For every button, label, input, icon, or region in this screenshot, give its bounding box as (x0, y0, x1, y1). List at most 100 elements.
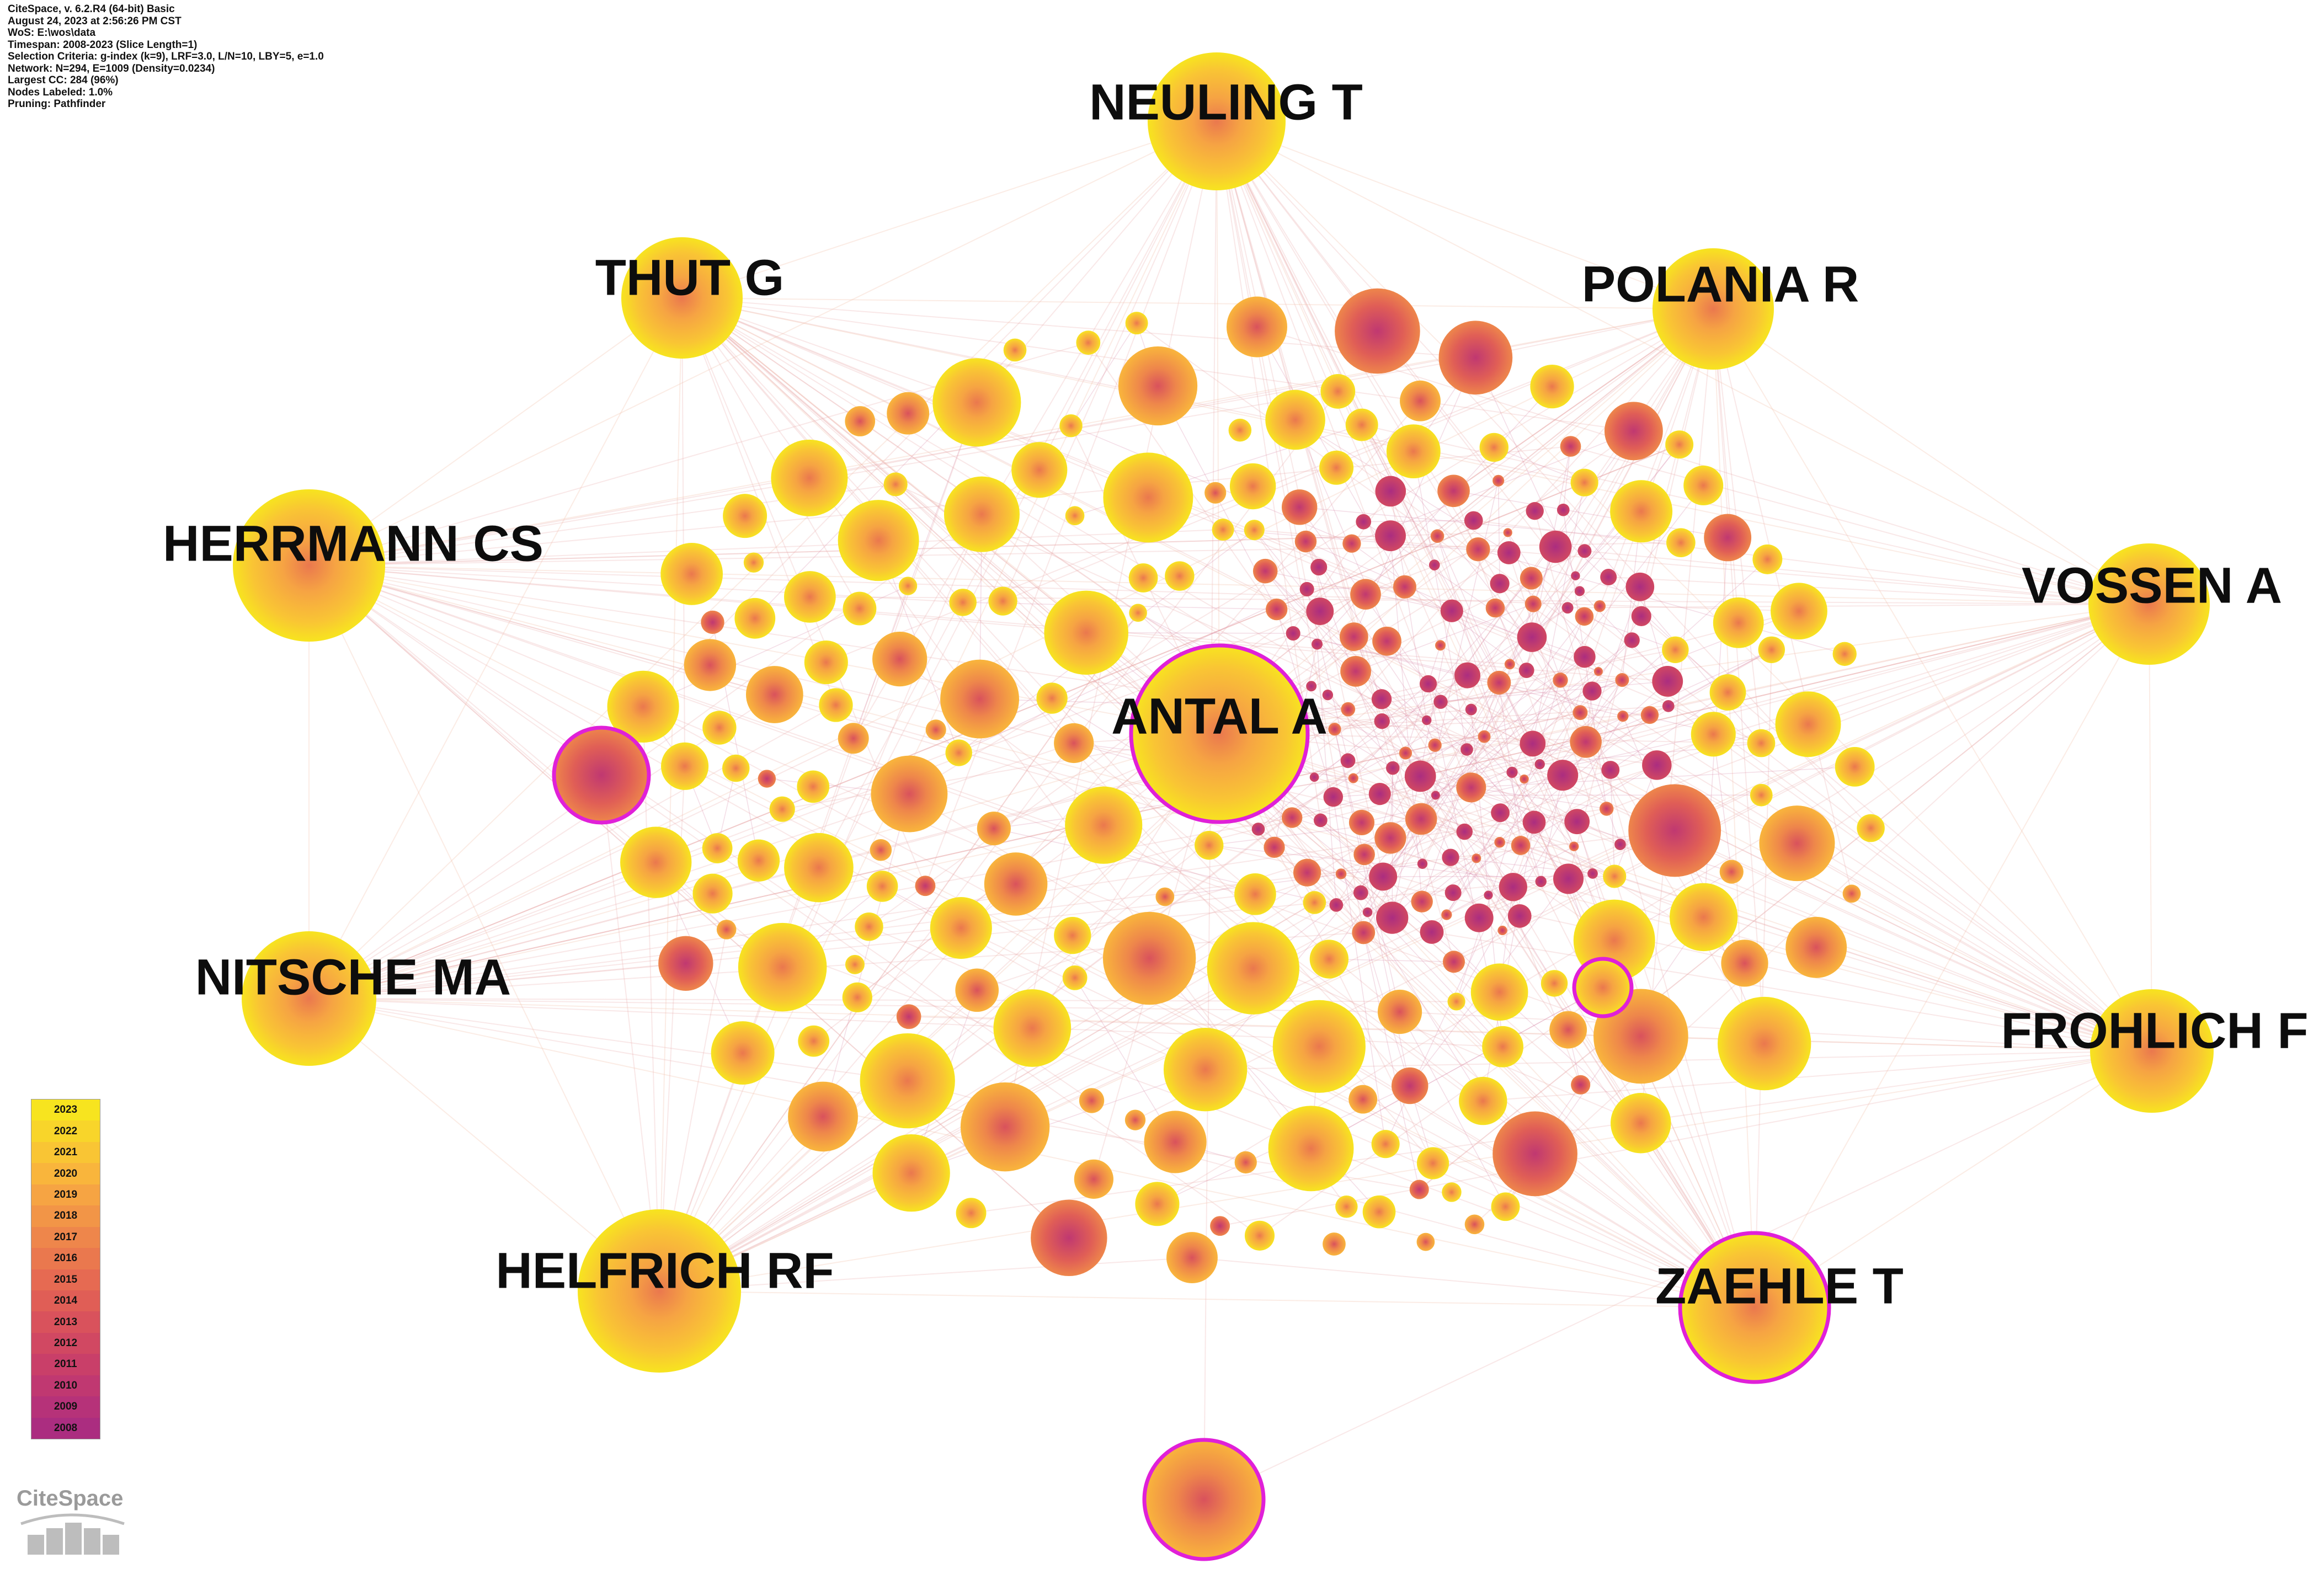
author-node (956, 1198, 987, 1229)
edge (1307, 872, 1755, 1308)
author-node (1442, 1182, 1462, 1202)
author-node (1499, 873, 1527, 901)
info-line: Nodes Labeled: 1.0% (8, 86, 113, 98)
author-node (1574, 586, 1585, 596)
author-node (1490, 574, 1510, 594)
author-node (1497, 925, 1507, 936)
author-node (1303, 891, 1326, 914)
author-node (1340, 753, 1356, 769)
author-node (1573, 705, 1588, 721)
edge (1386, 641, 1525, 780)
author-node (1599, 802, 1614, 816)
edge (308, 705, 836, 999)
info-line: August 24, 2023 at 2:56:26 PM CST (8, 15, 182, 27)
edge (1316, 643, 1467, 750)
author-node (1525, 595, 1542, 612)
author-node (1507, 904, 1532, 928)
edge (643, 706, 1755, 1308)
author-node (1306, 597, 1334, 626)
legend-year-2019: 2019 (31, 1184, 100, 1206)
author-node (620, 826, 692, 898)
author-node (1155, 887, 1175, 906)
edge (681, 297, 1714, 309)
author-node (722, 754, 750, 782)
author-node (1348, 1085, 1378, 1114)
citespace-logo: CiteSpace (11, 1484, 132, 1561)
edge (659, 844, 1621, 1292)
edge (1363, 932, 1420, 1190)
author-node (758, 770, 776, 788)
author-node (1372, 626, 1401, 656)
author-node (1456, 823, 1473, 840)
edge (1310, 987, 1603, 1149)
author-node (984, 852, 1048, 916)
author-node (1399, 746, 1412, 760)
author-node (745, 666, 803, 723)
edge (1405, 753, 2152, 1052)
author-node (784, 571, 836, 623)
author-node (1571, 571, 1580, 580)
author-node (1252, 558, 1278, 584)
author-node (1504, 659, 1515, 670)
author-node (1628, 784, 1721, 877)
edge (308, 565, 1069, 1239)
author-node (1076, 330, 1101, 355)
author-node (1405, 803, 1437, 835)
author-node (1348, 809, 1375, 835)
author-node (1617, 710, 1629, 722)
author-node (1691, 712, 1736, 757)
author-node (898, 577, 918, 595)
legend-year-2018: 2018 (31, 1205, 100, 1227)
author-node (1487, 670, 1511, 695)
edge (308, 565, 1092, 1101)
author-node (1281, 807, 1303, 828)
node-label-polania: POLANIA R (1582, 256, 1859, 312)
edge (1381, 698, 2152, 1052)
author-node (1430, 529, 1444, 543)
edge (308, 565, 1260, 1236)
edge (1456, 716, 1623, 1002)
edge (1219, 1050, 2152, 1227)
author-node (1272, 1000, 1366, 1093)
author-node (1207, 922, 1299, 1015)
author-node (1286, 626, 1300, 641)
edge (1334, 729, 1400, 1012)
author-node (1264, 836, 1285, 858)
author-node (1466, 537, 1490, 562)
author-node (1497, 541, 1521, 564)
edge (1390, 536, 1422, 902)
edge (1478, 548, 1845, 655)
author-node (1669, 883, 1738, 952)
author-node (1491, 803, 1510, 823)
author-node (1570, 725, 1602, 758)
edge (2149, 604, 2152, 1052)
author-node (1758, 636, 1785, 664)
author-node (1464, 511, 1483, 530)
author-node (1482, 1026, 1523, 1068)
author-node (1204, 482, 1227, 504)
author-node (1438, 321, 1513, 395)
author-node (1142, 1438, 1266, 1561)
edge (1541, 880, 2152, 1052)
author-node (1374, 822, 1406, 854)
edge (308, 565, 660, 1292)
logo-mark (20, 1513, 125, 1555)
author-node (1323, 1232, 1346, 1256)
author-node (915, 876, 936, 896)
edge (726, 928, 1755, 1308)
author-node (1310, 558, 1328, 576)
edge (925, 121, 1217, 887)
author-node (1409, 1180, 1429, 1199)
author-node (925, 719, 946, 740)
edge (308, 565, 1641, 1124)
edge (1293, 633, 1468, 676)
node-label-nitsche: NITSCHE MA (195, 949, 511, 1005)
info-line: WoS: E:\wos\data (8, 27, 96, 39)
legend-year-2008: 2008 (31, 1417, 100, 1439)
edge (308, 121, 1217, 566)
author-node (737, 839, 780, 882)
edge (1494, 447, 1585, 483)
edge (1363, 932, 1433, 1164)
author-node (1442, 848, 1459, 866)
